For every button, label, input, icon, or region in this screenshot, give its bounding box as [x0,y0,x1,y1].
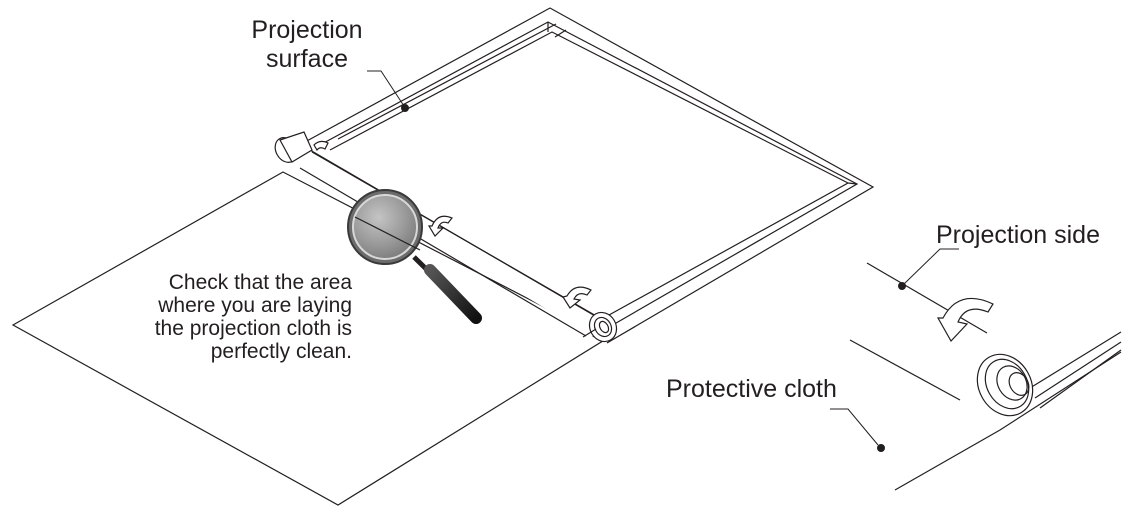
check-note-line-1: Check that the area [168,271,352,294]
label-protective-cloth: Protective cloth [666,375,837,403]
leader-projection-surface [367,70,409,112]
leader-protective-cloth [830,408,885,452]
projection-surface-frame [304,7,875,344]
label-check-note: Check that the area where you are laying… [90,271,352,363]
top-roller [274,131,329,163]
detail-view [849,262,1122,491]
check-note-line-3: the projection cloth is [154,317,352,340]
label-projection-surface: Projection surface [244,16,370,74]
unroll-arrows [427,215,592,309]
label-projection-side: Projection side [936,221,1100,249]
leader-projection-side [898,248,959,290]
front-roller [582,311,618,343]
check-note-line-4: perfectly clean. [210,340,352,363]
magnifying-glass-icon [347,189,482,324]
label-projection-surface-line-1: Projection [251,16,363,44]
check-note-line-2: where you are laying [158,294,352,317]
label-projection-surface-line-2: surface [266,45,348,73]
